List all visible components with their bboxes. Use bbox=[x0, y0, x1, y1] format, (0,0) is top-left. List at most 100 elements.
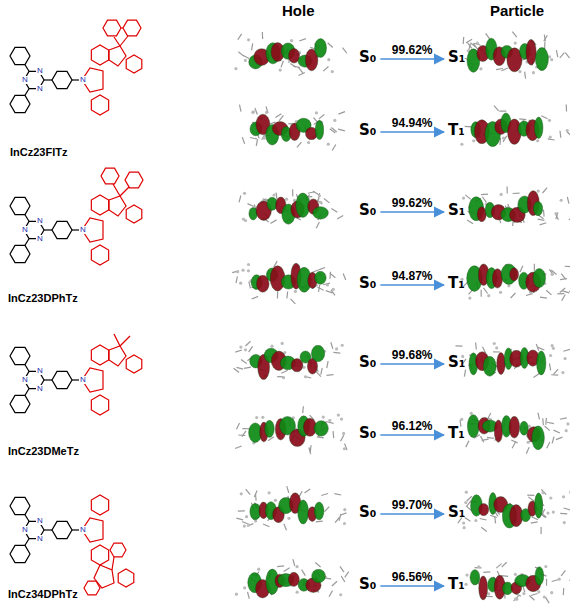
state-name: T₁ bbox=[448, 274, 465, 292]
molecule-name: InCz23DPhTz bbox=[8, 292, 78, 304]
atom-symbol: N bbox=[79, 376, 87, 384]
ring bbox=[109, 46, 126, 66]
bond bbox=[114, 37, 120, 46]
state-name: S₀ bbox=[359, 353, 376, 371]
transition-arrow bbox=[380, 211, 444, 213]
bond bbox=[113, 184, 120, 196]
bond bbox=[72, 79, 79, 80]
state-name: T₁ bbox=[448, 121, 465, 139]
bond bbox=[120, 187, 129, 196]
particle-orbital-image bbox=[460, 264, 570, 301]
atom-symbol: N bbox=[36, 517, 44, 525]
atom-symbol: N bbox=[21, 376, 29, 384]
atom-symbol: N bbox=[21, 526, 29, 534]
ring bbox=[126, 355, 142, 373]
bond bbox=[25, 65, 29, 72]
bond bbox=[25, 239, 29, 246]
ring bbox=[123, 20, 141, 36]
ring bbox=[52, 71, 72, 88]
ring bbox=[10, 497, 30, 514]
ring bbox=[10, 47, 30, 64]
percentage-label: 99.68% bbox=[391, 349, 434, 361]
hole-orbital-image bbox=[235, 406, 347, 454]
hole-orbital-image bbox=[236, 486, 346, 530]
state-label: S₁ bbox=[447, 201, 466, 219]
state-label: T₁ bbox=[447, 575, 466, 593]
ring bbox=[91, 495, 108, 515]
state-label: S₀ bbox=[358, 274, 377, 292]
hole-orbital-image bbox=[235, 559, 349, 599]
atom-symbol: N bbox=[36, 67, 44, 75]
bond bbox=[112, 557, 114, 570]
atom-symbol: N bbox=[36, 217, 44, 225]
ring bbox=[10, 347, 30, 364]
ring bbox=[91, 395, 108, 415]
bond bbox=[72, 229, 79, 230]
bond bbox=[44, 79, 52, 80]
atom-symbol: N bbox=[79, 526, 87, 534]
ring bbox=[52, 521, 72, 538]
bond bbox=[25, 389, 29, 396]
transition-arrow bbox=[380, 434, 444, 436]
state-label: S₀ bbox=[358, 575, 377, 593]
state-name: S₀ bbox=[359, 575, 376, 593]
bond bbox=[25, 215, 29, 222]
ring bbox=[91, 45, 108, 65]
particle-orbital-image bbox=[464, 562, 570, 603]
state-label: S₁ bbox=[447, 353, 466, 371]
ring bbox=[126, 205, 142, 223]
state-label: S₀ bbox=[358, 121, 377, 139]
state-name: S₁ bbox=[448, 201, 465, 219]
percentage-label: 99.70% bbox=[391, 499, 434, 511]
bond bbox=[25, 89, 29, 96]
molecule-structure bbox=[10, 495, 134, 595]
particle-orbital-image bbox=[460, 412, 569, 454]
particle-orbital-image bbox=[463, 32, 569, 79]
atom-symbol: N bbox=[36, 235, 44, 243]
state-label: T₁ bbox=[447, 424, 466, 442]
percentage-label: 96.12% bbox=[391, 420, 434, 432]
state-name: S₀ bbox=[359, 424, 376, 442]
ring bbox=[91, 245, 108, 265]
ring bbox=[94, 565, 114, 588]
bond bbox=[44, 529, 52, 530]
atom-symbol: N bbox=[36, 535, 44, 543]
hole-orbital-image bbox=[234, 341, 344, 379]
state-name: T₁ bbox=[448, 575, 465, 593]
molecule-structure bbox=[10, 334, 142, 415]
percentage-label: 99.62% bbox=[391, 197, 434, 209]
bond bbox=[25, 515, 29, 522]
bond bbox=[25, 539, 29, 546]
ring bbox=[126, 55, 142, 73]
ring bbox=[91, 195, 108, 215]
ring bbox=[91, 345, 108, 365]
molecule-structure bbox=[10, 168, 143, 265]
ring bbox=[84, 581, 100, 595]
state-label: S₀ bbox=[358, 201, 377, 219]
ring bbox=[109, 346, 126, 366]
state-label: S₀ bbox=[358, 503, 377, 521]
ring bbox=[10, 545, 30, 562]
ring bbox=[52, 371, 72, 388]
ring bbox=[91, 545, 108, 565]
bond bbox=[120, 336, 130, 346]
transition-arrow bbox=[380, 585, 444, 587]
ring bbox=[10, 197, 30, 214]
bond bbox=[72, 529, 79, 530]
column-heading: Hole bbox=[282, 2, 315, 19]
hole-orbital-image bbox=[234, 32, 346, 75]
ring bbox=[103, 20, 121, 36]
percentage-label: 94.94% bbox=[391, 117, 434, 129]
transition-arrow bbox=[380, 131, 444, 133]
state-label: S₁ bbox=[447, 503, 466, 521]
state-label: S₁ bbox=[447, 48, 466, 66]
ring bbox=[125, 172, 143, 188]
transition-arrow bbox=[380, 58, 444, 60]
percentage-label: 94.87% bbox=[391, 270, 434, 282]
state-name: T₁ bbox=[448, 424, 465, 442]
bond bbox=[72, 379, 79, 380]
molecule-name: InCz23DMeTz bbox=[8, 445, 79, 457]
atom-symbol: N bbox=[36, 385, 44, 393]
